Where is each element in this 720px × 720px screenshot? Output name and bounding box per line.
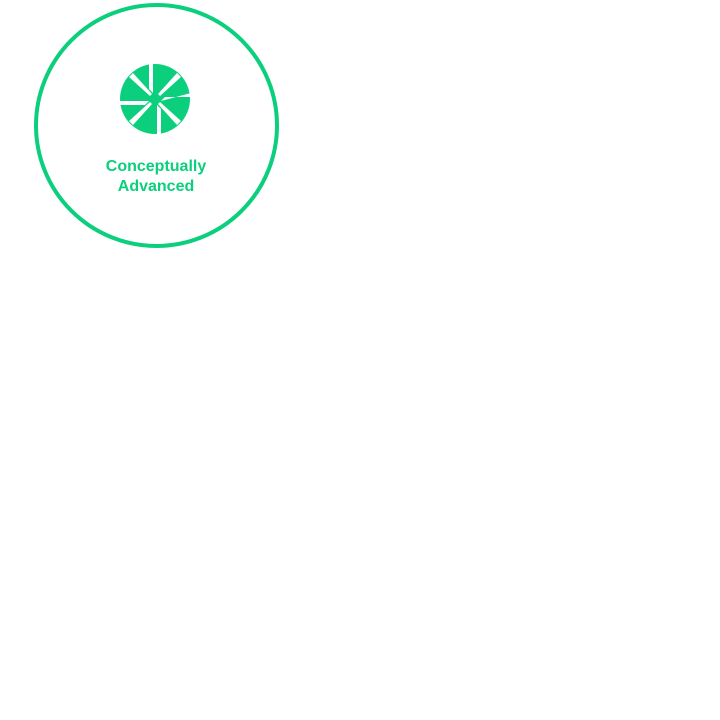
badge-label-line2: Advanced <box>117 178 195 195</box>
badge-label-line1: Conceptually <box>105 158 207 175</box>
badge-label: Conceptually Advanced <box>60 157 252 197</box>
concept-badge <box>34 3 279 248</box>
pinwheel-icon <box>119 63 191 135</box>
